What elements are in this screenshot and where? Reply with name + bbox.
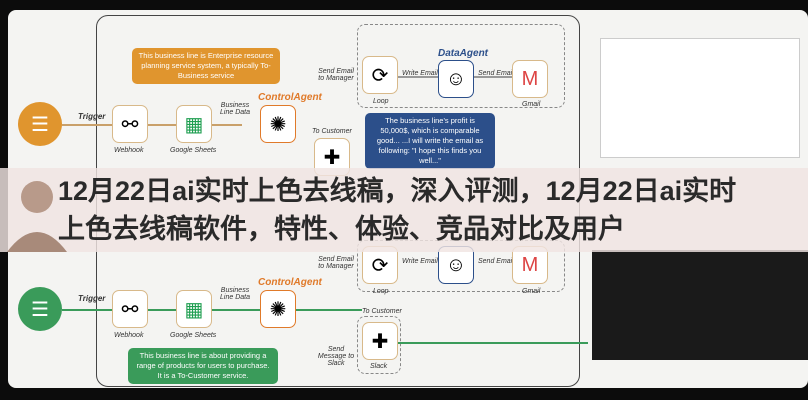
write-email-label: Write Email [402,70,438,77]
send-email-label: Send Email [478,70,514,77]
gmail-icon: M [521,253,539,276]
connector [62,124,242,126]
control-agent-node[interactable]: ✺ [260,290,296,328]
loop-label: Loop [373,98,389,105]
data-agent-node[interactable]: ☺ [438,246,474,284]
sheets-label: Google Sheets [170,332,217,339]
slack-label: Slack [370,363,388,370]
send-manager-label: Send Email to Manager [318,256,354,270]
database-icon: ☰ [18,102,62,146]
webhook-label: Webhook [114,147,144,154]
data-agent-label: DataAgent [438,48,489,59]
write-email-label: Write Email [402,258,438,265]
google-sheets-node[interactable]: ▦ [176,290,212,328]
control-agent-label: ControlAgent [258,277,322,288]
orange-bubble: This business line is Enterprise resourc… [132,48,280,84]
gmail-node[interactable]: M [512,60,548,98]
webhook-node[interactable]: ⚯ [112,105,148,143]
trigger-label: Trigger [78,112,106,121]
connector [398,342,588,344]
database-icon: ☰ [18,287,62,331]
data-agent-node[interactable]: ☺ [438,60,474,98]
slack-node[interactable]: ✚ [362,322,398,360]
loop-group [357,24,565,108]
head-icon: ☺ [445,67,467,90]
gmail-node[interactable]: M [512,246,548,284]
gmail-label: Gmail [522,288,541,295]
slack-icon: ✚ [371,330,389,353]
webhook-icon: ⚯ [121,113,139,136]
webhook-node[interactable]: ⚯ [112,290,148,328]
trigger-label: Trigger [78,294,106,303]
sheets-icon: ▦ [184,113,204,136]
control-agent-node[interactable]: ✺ [260,105,296,143]
send-email-label: Send Email [478,258,514,265]
gmail-icon: M [521,67,539,90]
refresh-icon: ⟳ [371,254,389,277]
business-data-label: Business Line Data [220,287,250,301]
email-screenshot [600,38,800,158]
webhook-icon: ⚯ [121,298,139,321]
send-manager-label: Send Email to Manager [318,68,354,82]
blue-bubble: The business line's profit is 50,000$, w… [365,113,495,169]
article-title[interactable]: 12月22日ai实时上色去线稿，深入评测，12月22日ai实时上色去线稿软件，特… [58,176,737,244]
gmail-label: Gmail [522,101,541,108]
loop-label: Loop [373,288,389,295]
loop-node[interactable]: ⟳ [362,56,398,94]
brain-icon: ✺ [269,298,287,321]
slack-group [357,316,401,374]
to-customer-label: To Customer [362,308,402,315]
sheets-label: Google Sheets [170,147,217,154]
refresh-icon: ⟳ [371,64,389,87]
connector [62,309,362,311]
slack-icon: ✚ [323,146,341,169]
head-icon: ☺ [445,253,467,276]
webhook-label: Webhook [114,332,144,339]
to-customer-label: To Customer [312,128,352,135]
business-data-label: Business Line Data [220,102,250,116]
person-icon [7,181,67,252]
control-agent-label: ControlAgent [258,92,322,103]
title-band [0,168,808,252]
green-bubble: This business line is about providing a … [128,348,278,384]
google-sheets-node[interactable]: ▦ [176,105,212,143]
brain-icon: ✺ [269,113,287,136]
send-message-label: Send Message to Slack [317,346,355,367]
sheets-icon: ▦ [184,298,204,321]
terminal-screenshot [592,250,808,360]
